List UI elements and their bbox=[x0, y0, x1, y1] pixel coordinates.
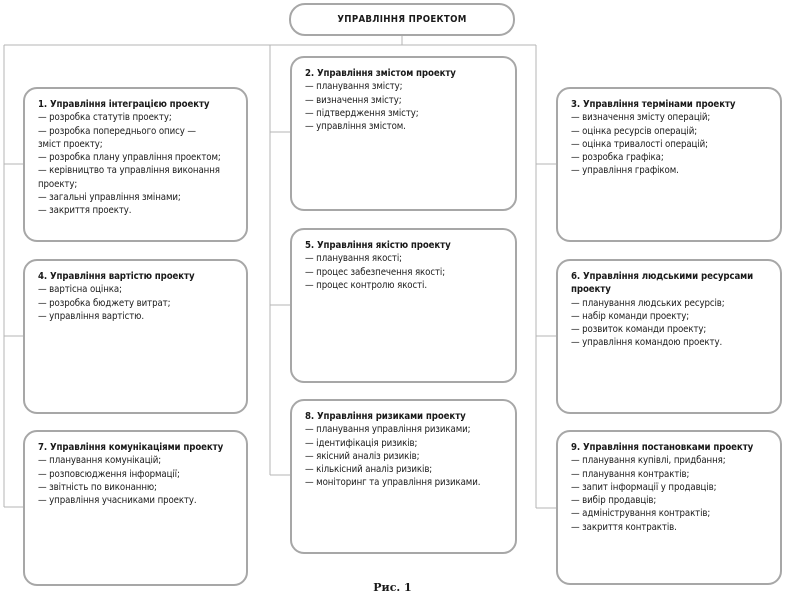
node-item: — процес забезпечення якості; bbox=[305, 266, 446, 278]
node-item: — вартісна оцінка; bbox=[38, 284, 122, 296]
node-risks: 8. Управління ризиками проекту — планува… bbox=[290, 399, 517, 554]
node-title: 4. Управління вартістю проекту bbox=[38, 271, 195, 282]
node-title: 6. Управління людськими ресурсами проект… bbox=[571, 271, 754, 296]
node-item: — розповсюдження інформації; bbox=[38, 468, 180, 480]
node-quality: 5. Управління якістю проекту — плануванн… bbox=[290, 228, 517, 383]
node-item: — закриття проекту. bbox=[38, 205, 132, 217]
node-title: 9. Управління постановками проекту bbox=[571, 442, 754, 453]
node-item: — планування комунікацій; bbox=[38, 455, 162, 467]
node-item: — запит інформації у продавців; bbox=[571, 481, 717, 493]
node-human-resources: 6. Управління людськими ресурсами проект… bbox=[556, 259, 782, 414]
node-item: — розробка графіка; bbox=[571, 152, 664, 164]
node-item: — набір команди проекту; bbox=[571, 310, 690, 322]
node-title: 7. Управління комунікаціями проекту bbox=[38, 442, 224, 453]
node-title: 5. Управління якістю проекту bbox=[305, 240, 451, 251]
node-item: — планування купівлі, придбання; bbox=[571, 455, 726, 467]
node-item: проекту; bbox=[38, 178, 78, 190]
node-item: — визначення змісту; bbox=[305, 94, 402, 106]
node-item: — ідентифікація ризиків; bbox=[305, 437, 418, 449]
node-item: — визначення змісту операцій; bbox=[571, 112, 711, 124]
node-item: — розвиток команди проекту; bbox=[571, 324, 707, 336]
node-item: зміст проекту; bbox=[38, 138, 103, 150]
node-title: 1. Управління інтеграцією проекту bbox=[38, 99, 210, 110]
node-item: — оцінка тривалості операцій; bbox=[571, 138, 708, 150]
node-item: — управління учасниками проекту. bbox=[38, 495, 197, 507]
node-item: — якісний аналіз ризиків; bbox=[305, 450, 420, 462]
node-item: — управління змістом. bbox=[305, 121, 406, 133]
node-item: — управління командою проекту. bbox=[571, 337, 723, 349]
node-title: 2. Управління змістом проекту bbox=[305, 68, 456, 79]
node-item: — управління графіком. bbox=[571, 165, 679, 177]
node-item: — планування змісту; bbox=[305, 81, 403, 93]
node-item: — вибір продавців; bbox=[571, 495, 657, 507]
node-item: — управління вартістю. bbox=[38, 310, 144, 322]
node-item: — моніторинг та управління ризиками. bbox=[305, 477, 481, 489]
node-item: — розробка статутів проекту; bbox=[38, 112, 172, 124]
node-item: — планування людських ресурсів; bbox=[571, 297, 725, 309]
node-item: — планування управління ризиками; bbox=[305, 424, 471, 436]
node-item: — керівництво та управління виконання bbox=[38, 165, 220, 177]
node-item: — розробка плану управління проектом; bbox=[38, 152, 221, 164]
node-item: — підтвердження змісту; bbox=[305, 107, 419, 119]
node-procurement: 9. Управління постановками проекту — пла… bbox=[556, 430, 782, 585]
node-item: — закриття контрактів. bbox=[571, 521, 677, 533]
node-title: 8. Управління ризиками проекту bbox=[305, 411, 466, 422]
node-integration: 1. Управління інтеграцією проекту — розр… bbox=[23, 87, 248, 242]
node-time: 3. Управління термінами проекту — визнач… bbox=[556, 87, 782, 242]
node-item: — планування контрактів; bbox=[571, 468, 690, 480]
node-item: — розробка попереднього опису — bbox=[38, 125, 196, 137]
node-item: — загальні управління змінами; bbox=[38, 192, 181, 204]
node-item: — розробка бюджету витрат; bbox=[38, 297, 171, 309]
node-communications: 7. Управління комунікаціями проекту — пл… bbox=[23, 430, 248, 586]
node-item: — процес контролю якості. bbox=[305, 279, 427, 291]
node-item: — адміністрування контрактів; bbox=[571, 508, 711, 520]
root-title: УПРАВЛІННЯ ПРОЕКТОМ bbox=[337, 14, 467, 25]
node-title: 3. Управління термінами проекту bbox=[571, 99, 736, 110]
root-node: УПРАВЛІННЯ ПРОЕКТОМ bbox=[289, 3, 515, 36]
node-item: — звітність по виконанню; bbox=[38, 481, 157, 493]
figure-caption: Рис. 1 bbox=[373, 581, 412, 594]
node-cost: 4. Управління вартістю проекту — вартісн… bbox=[23, 259, 248, 414]
node-item: — оцінка ресурсів операцій; bbox=[571, 125, 698, 137]
node-item: — планування якості; bbox=[305, 253, 402, 265]
node-item: — кількісний аналіз ризиків; bbox=[305, 464, 433, 476]
node-scope: 2. Управління змістом проекту — плануван… bbox=[290, 56, 517, 211]
